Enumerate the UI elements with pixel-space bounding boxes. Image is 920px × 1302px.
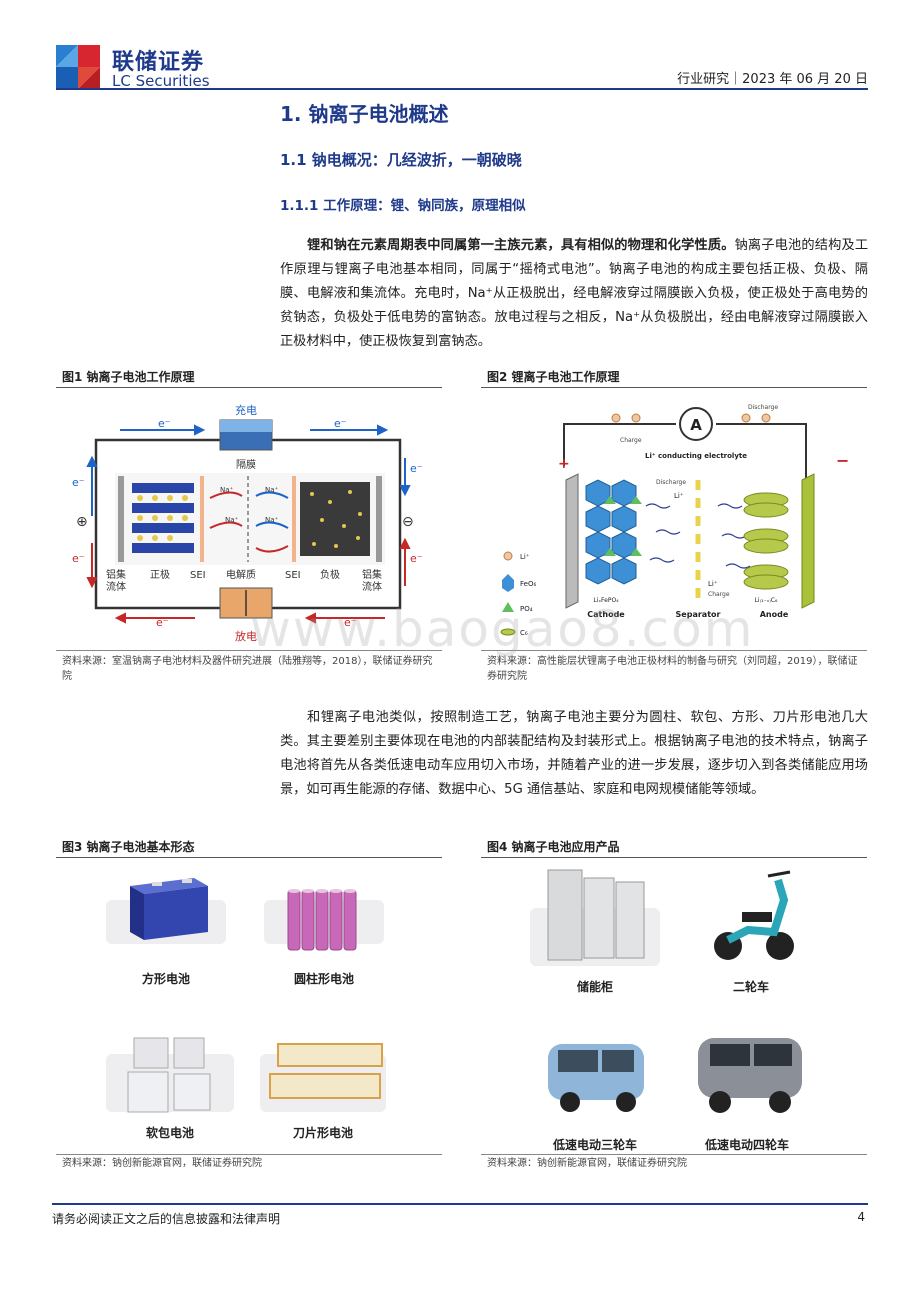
fig1-na-ion: Na⁺ [225, 516, 239, 524]
fig3-source: 资料来源：钠创新能源官网，联储证券研究院 [62, 1158, 262, 1169]
fig3-title: 图3 钠离子电池基本形态 [62, 840, 195, 854]
fig2-charge-top: Charge [620, 437, 642, 444]
fig4-label-four-wheeler: 低速电动四轮车 [704, 1138, 789, 1152]
blade-cell-icon [269, 1043, 383, 1099]
fig2-top-rule [481, 387, 867, 388]
fig3-label-blade: 刀片形电池 [292, 1126, 353, 1140]
paragraph-battery-types: 和锂离子电池类似，按照制造工艺，钠离子电池主要分为圆柱、软包、方形、刀片形电池几… [280, 710, 868, 797]
svg-text:+: + [558, 456, 570, 472]
fig4-bottom-rule [481, 1154, 867, 1155]
fig1-electron-label: e⁻ [410, 552, 423, 565]
fig4-label-cabinet: 储能柜 [576, 980, 613, 994]
fig1-title: 图1 钠离子电池工作原理 [62, 370, 195, 384]
fig1-discharge-label: 放电 [235, 629, 257, 643]
fig1-electron-label: e⁻ [334, 417, 347, 430]
page-number: 4 [857, 1210, 865, 1224]
fig1-top-rule [56, 387, 442, 388]
header-divider [56, 88, 868, 90]
fig3-bottom-rule [56, 1154, 442, 1155]
pouch-cell-icon [127, 1037, 211, 1113]
fig2-cathode-label: Cathode [587, 610, 625, 619]
e-scooter-icon [714, 870, 794, 960]
fig2-lithium-battery-diagram: A Discharge Charge + − Li⁺ conducting el… [500, 404, 849, 637]
fig1-charge-label: 充电 [235, 403, 257, 417]
fig1-electron-label: e⁻ [156, 616, 169, 629]
paragraph-working-principle: 锂和钠在元素周期表中同属第一主族元素，具有相似的物理和化学性质。钠离子电池的结构… [280, 234, 868, 354]
fig4-top-rule [481, 857, 867, 858]
fig1-al-right-label: 铝集 [362, 568, 382, 581]
logo-text-en: LC Securities [112, 72, 210, 90]
fig3-label-cylindrical: 圆柱形电池 [293, 972, 354, 986]
paragraph-lead: 锂和钠在元素周期表中同属第一主族元素，具有相似的物理和化学性质。 [307, 238, 735, 253]
fig1-anode-label: 负极 [320, 568, 340, 581]
fig1-electron-label: e⁻ [158, 417, 171, 430]
fig1-electron-label: e⁻ [344, 616, 357, 629]
fig4-label-tricycle: 低速电动三轮车 [552, 1138, 637, 1152]
fig1-sodium-battery-diagram: 充电 放电 隔膜 e⁻ e⁻ e⁻ e⁻ e⁻ e⁻ e⁻ e⁻ ⊕ ⊖ Na⁺… [72, 403, 423, 643]
fig1-na-ion: Na⁺ [265, 486, 279, 494]
fig1-plus-terminal: ⊕ [76, 514, 88, 530]
fig1-separator-label: 隔膜 [236, 459, 256, 471]
fig1-sei-right-label: SEI [285, 570, 301, 581]
fig1-electron-label: e⁻ [72, 476, 85, 489]
fig2-anode-formula: Li₍₁₋ₓ₎C₆ [755, 597, 778, 604]
cylindrical-cell-icon [287, 889, 357, 951]
fig1-minus-terminal: ⊖ [402, 514, 414, 530]
subsection-heading: 1.1 钠电概况：几经波折，一朝破晓 [280, 151, 522, 169]
prismatic-cell-icon [130, 878, 208, 940]
pouch-cell-card [106, 1054, 234, 1112]
svg-text:−: − [836, 451, 849, 470]
fig1-na-ion: Na⁺ [220, 486, 234, 494]
subsubsection-heading: 1.1.1 工作原理：锂、钠同族，原理相似 [280, 198, 526, 214]
footer-disclaimer: 请务必阅读正文之后的信息披露和法律声明 [52, 1212, 281, 1226]
fig2-electrolyte-label: Li⁺ conducting electrolyte [645, 452, 747, 460]
fig2-legend-feo6: FeO₆ [520, 580, 536, 588]
fig1-al-left-label-2: 流体 [106, 580, 126, 593]
footer-divider [52, 1203, 868, 1205]
fig1-electrolyte-label: 电解质 [226, 568, 256, 581]
fig2-discharge-mid: Discharge [656, 479, 686, 486]
fig1-source: 资料来源：室温钠离子电池材料及器件研究进展（陆雅翔等，2018），联储证券研究院 [62, 656, 433, 682]
watermark: www.baogao8.com [250, 600, 755, 658]
fig2-legend-li: Li⁺ [520, 553, 530, 561]
fig4-source: 资料来源：钠创新能源官网，联储证券研究院 [487, 1158, 687, 1169]
storage-cabinet-icon [547, 869, 645, 961]
paragraph-body: 钠离子电池的结构及工作原理与锂离子电池基本相同，同属于“摇椅式电池”。钠离子电池… [280, 238, 869, 349]
fig2-anode-label: Anode [760, 610, 789, 619]
fig1-sei-left-label: SEI [190, 570, 206, 581]
fig1-electron-label: e⁻ [410, 462, 423, 475]
fig4-applications-panel: 储能柜 二轮车 低速电动三轮车 低速电动四轮车 [526, 860, 816, 1152]
fig2-legend-c6: C₆ [520, 629, 528, 637]
logo-text-cn: 联储证券 [112, 50, 205, 75]
fig3-label-prismatic: 方形电池 [141, 972, 190, 986]
fig3-battery-forms-panel: 方形电池 圆柱形电池 软包电池 刀片形电池 [100, 862, 390, 1150]
section-heading: 1. 钠离子电池概述 [280, 102, 449, 126]
fig1-bottom-rule [56, 650, 442, 651]
fig2-li-ion: Li⁺ [708, 580, 718, 588]
company-logo-icon [56, 45, 100, 89]
fig2-legend-po4: PO₄ [520, 605, 533, 613]
fig1-al-right-label-2: 流体 [362, 580, 382, 593]
four-wheeler-icon [698, 1038, 802, 1113]
fig1-cathode-label: 正极 [150, 568, 170, 581]
fig1-na-ion: Na⁺ [265, 516, 279, 524]
fig2-cathode-formula: LiₓFePO₄ [593, 597, 619, 604]
fig2-charge-mid: Charge [708, 591, 730, 598]
fig1-al-left-label: 铝集 [106, 568, 126, 581]
fig2-bottom-rule [481, 650, 867, 651]
tricycle-icon [548, 1044, 644, 1112]
fig4-title: 图4 钠离子电池应用产品 [487, 840, 620, 854]
fig2-discharge-top: Discharge [748, 404, 778, 411]
fig2-source: 资料来源：高性能层状锂离子电池正极材料的制备与研究（刘同超，2019），联储证券… [487, 656, 858, 682]
fig2-li-ion: Li⁺ [674, 492, 684, 500]
report-date: 行业研究｜2023 年 06 月 20 日 [677, 72, 868, 87]
fig2-title: 图2 锂离子电池工作原理 [487, 370, 620, 384]
fig2-ammeter: A [690, 416, 702, 434]
fig2-separator-label: Separator [676, 610, 721, 619]
fig3-label-pouch: 软包电池 [145, 1126, 194, 1140]
fig3-top-rule [56, 857, 442, 858]
fig4-label-scooter: 二轮车 [732, 980, 769, 994]
fig1-electron-label: e⁻ [72, 552, 85, 565]
